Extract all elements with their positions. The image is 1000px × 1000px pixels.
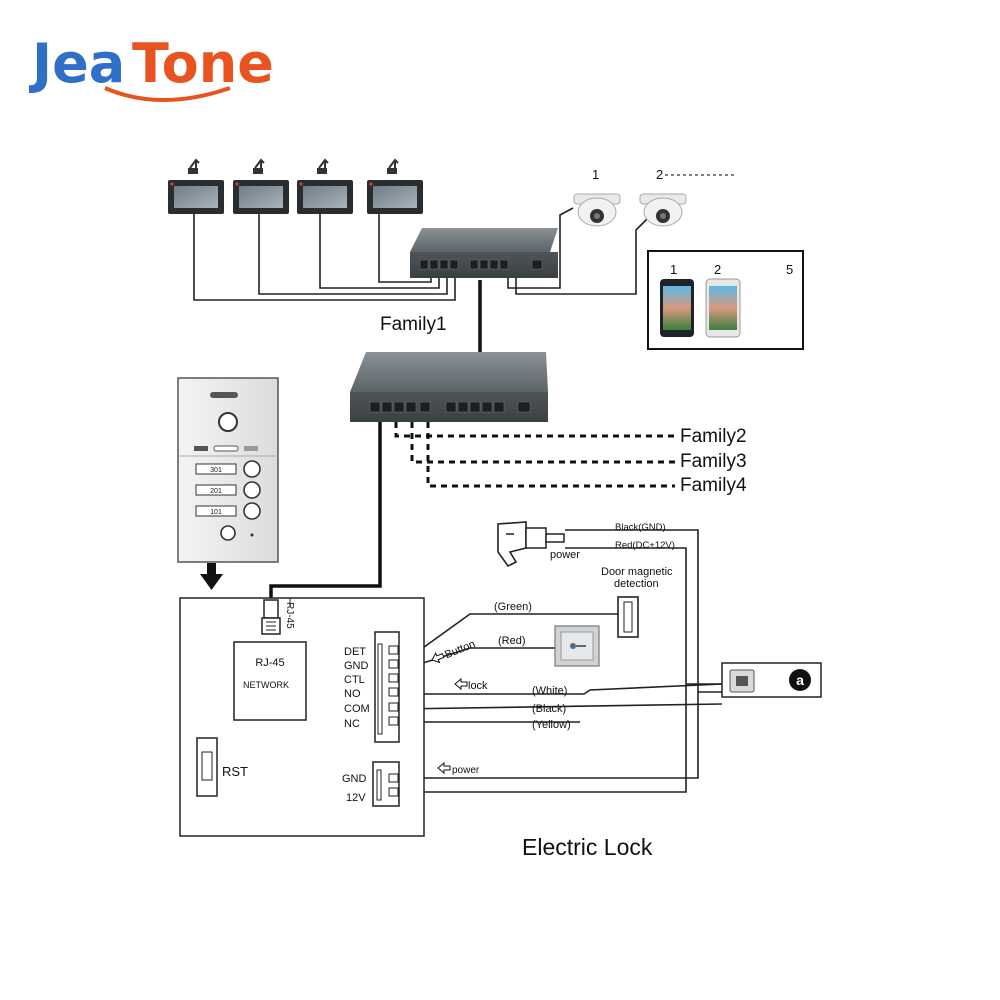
call-button-201[interactable] (243, 481, 261, 499)
family2-label: Family2 (680, 426, 747, 447)
family3-label: Family3 (680, 451, 747, 472)
phone-1-number: 1 (670, 262, 677, 277)
electric-lock-icon: a (721, 662, 822, 698)
lock-badge: a (796, 672, 804, 688)
camera-1: 1 (573, 167, 621, 227)
rj45-port-box (233, 641, 307, 721)
logo-text-jea: Jea (28, 32, 125, 95)
green-wire-label: (Green) (494, 601, 532, 613)
red-wire-label: (Red) (498, 635, 526, 647)
unlock-button[interactable] (220, 525, 236, 541)
adapter-label: power (550, 549, 580, 561)
rj45-vertical-label: RJ-45 (284, 602, 295, 629)
indoor-monitor-icon (367, 158, 423, 214)
door-sensor-icon (617, 596, 639, 638)
dome-camera-icon (573, 193, 621, 227)
terminal-det: DET (344, 646, 366, 658)
call-label-301: 301 (210, 467, 222, 474)
call-label-101: 101 (210, 509, 222, 516)
indoor-monitor-icon (168, 158, 224, 214)
top-network-wires (193, 207, 649, 352)
family4-label: Family4 (680, 475, 747, 496)
logo-swoosh (104, 86, 231, 102)
terminal-ctl: CTL (344, 674, 365, 686)
door-magnetic-label-1: Door magnetic (601, 566, 673, 578)
rj45-plug-icon (261, 599, 281, 635)
left-arrow-icon (437, 761, 451, 775)
call-button-301[interactable] (243, 460, 261, 478)
network-switch-icon (350, 352, 548, 422)
phone-2-number: 2 (714, 262, 721, 277)
power-terminal-block (372, 761, 400, 807)
reset-label: RST (222, 764, 248, 779)
lock-label: lock (468, 680, 488, 692)
white-wire-label: (White) (532, 685, 567, 697)
button-label: Button (443, 638, 477, 661)
camera-2-number: 2 (656, 167, 663, 182)
indoor-monitor-icon (297, 158, 353, 214)
phone-5-number: 5 (786, 262, 793, 277)
left-arrow-icon (431, 651, 445, 664)
camera-lens (218, 412, 238, 432)
terminal-gnd: GND (344, 660, 369, 672)
black-gnd-label: Black(GND) (615, 522, 666, 533)
brand-logo: Jea Tone (28, 32, 274, 102)
power-terminal-12v: 12V (346, 792, 366, 804)
family1-label: Family1 (380, 314, 447, 335)
rj45-port-title: RJ-45 (255, 657, 284, 669)
smartphone-icon (660, 279, 694, 337)
network-cable (269, 418, 382, 600)
terminal-com: COM (344, 703, 370, 715)
smartphones-panel: 1 2 5 (647, 250, 804, 350)
power-arrow-label: power (452, 765, 480, 776)
indoor-monitors (168, 158, 423, 214)
call-label-201: 201 (210, 488, 222, 495)
terminal-block (374, 631, 400, 743)
down-arrow-icon (200, 563, 223, 590)
terminal-nc: NC (344, 718, 360, 730)
exit-button-icon (554, 625, 600, 667)
outdoor-panel-icon: 301 201 101 (177, 377, 279, 563)
indoor-monitor-icon (233, 158, 289, 214)
red-dc-label: Red(DC+12V) (615, 540, 675, 551)
terminal-no: NO (344, 688, 361, 700)
electric-lock-title: Electric Lock (522, 834, 653, 860)
power-terminal-gnd: GND (342, 773, 367, 785)
power-adapter-icon (497, 521, 565, 568)
black-wire-label: (Black) (532, 703, 566, 715)
camera-2: 2 (639, 167, 687, 227)
door-magnetic-label-2: detection (614, 578, 659, 590)
network-switch-icon (410, 228, 558, 278)
camera-1-number: 1 (592, 167, 599, 182)
rj45-port-subtitle: NETWORK (243, 680, 289, 690)
logo-text-tone: Tone (132, 32, 274, 95)
wiring-labels: Button lock power (Green) (Red) (White) … (431, 522, 675, 776)
call-button-101[interactable] (243, 502, 261, 520)
left-arrow-icon (454, 677, 468, 691)
yellow-wire-label: (Yellow) (532, 719, 571, 731)
dome-camera-icon (639, 193, 687, 227)
speaker-grille (210, 392, 238, 398)
controller-board: RJ-45 RJ-45 NETWORK RST DET GND CTL NO C… (179, 597, 425, 837)
smartphone-icon (705, 278, 741, 338)
